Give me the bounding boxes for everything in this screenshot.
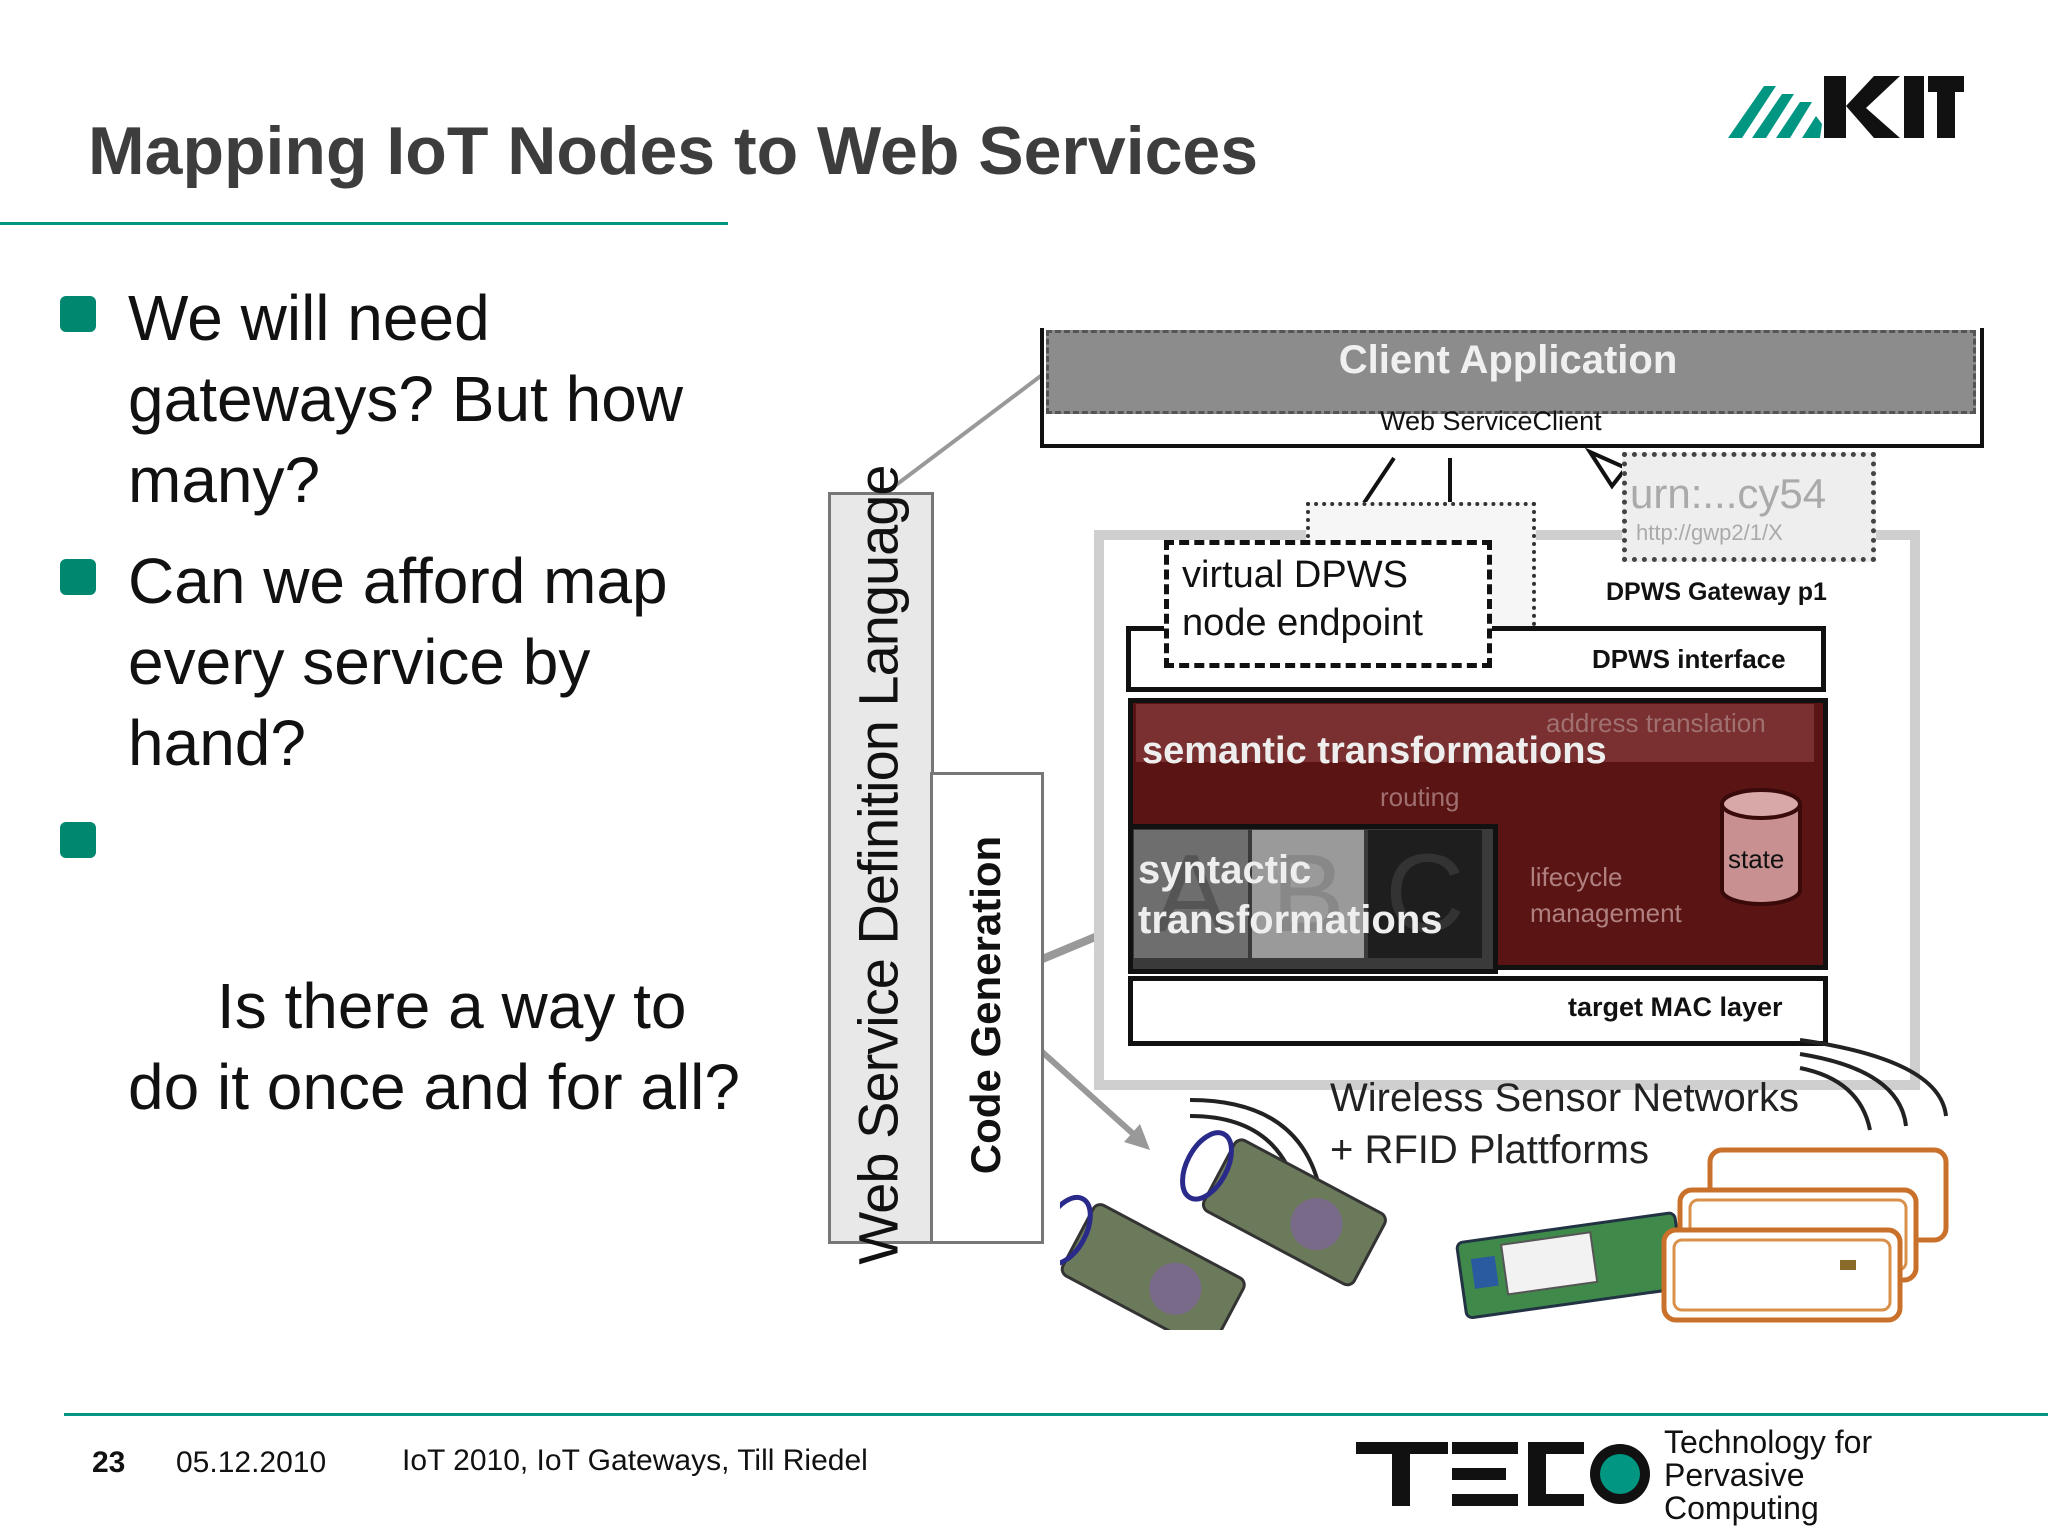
web-service-client-label: Web ServiceClient xyxy=(1380,406,1602,436)
title-divider xyxy=(0,222,728,225)
syntactic-label: syntactic xyxy=(1138,848,1312,892)
teco-logo xyxy=(1356,1442,1650,1506)
urn-box xyxy=(1622,452,1876,562)
rfid-platforms-label: + RFID Plattforms xyxy=(1330,1128,1649,1172)
bullet-item: Can we afford map every service by hand? xyxy=(56,541,756,784)
sensor-hardware-illustration xyxy=(1060,1038,1949,1330)
state-label: state xyxy=(1728,844,1785,874)
footer-event: IoT 2010, IoT Gateways, Till Riedel xyxy=(402,1444,868,1477)
target-mac-layer-box xyxy=(1128,976,1828,1046)
bullet-list: We will need gateways? But how many? Can… xyxy=(56,278,756,1229)
virtual-dpws-endpoint-box xyxy=(1164,540,1492,668)
abc-letter-b: B xyxy=(1252,830,1364,958)
abc-letter-a: A xyxy=(1134,830,1248,958)
wsdl-label: Web Service Definition Language xyxy=(846,465,910,1265)
bullet-icon xyxy=(60,822,96,858)
teco-tagline-line: Pervasive xyxy=(1664,1457,1805,1493)
bullet-icon xyxy=(60,559,96,595)
kit-logo xyxy=(1728,76,1964,138)
abc-letter-c: C xyxy=(1368,830,1482,958)
urn-url-label: http://gwp2/1/X xyxy=(1636,520,1783,545)
address-translation-band xyxy=(1136,704,1814,762)
gateway-label: DPWS Gateway p1 xyxy=(1606,578,1827,606)
routing-label: routing xyxy=(1380,782,1460,812)
teco-tagline: Technology for Pervasive Computing xyxy=(1664,1426,1872,1525)
footer-date: 05.12.2010 xyxy=(176,1446,327,1479)
wireless-sensor-networks-label: Wireless Sensor Networks xyxy=(1330,1076,1800,1120)
code-generation-label: Code Generation xyxy=(962,835,1009,1175)
teco-tagline-line: Technology for xyxy=(1664,1424,1873,1460)
state-database-icon xyxy=(1720,788,1802,906)
lifecycle-label: lifecycle xyxy=(1530,862,1623,892)
bullet-item: Is there a way to do it once and for all… xyxy=(56,804,756,1209)
semantic-transformations-label: semantic transformations xyxy=(1142,730,1607,772)
urn-label: urn:...cy54 xyxy=(1630,470,1827,517)
teco-tagline-line: Computing xyxy=(1664,1490,1819,1526)
address-translation-label: address translation xyxy=(1546,708,1766,738)
wsdl-box xyxy=(828,492,934,1244)
transformations-label: transformations xyxy=(1138,898,1443,942)
slide-title: Mapping IoT Nodes to Web Services xyxy=(88,113,1259,189)
footer-divider xyxy=(64,1413,2048,1416)
client-application-label: Client Application xyxy=(1338,338,1678,382)
management-label: management xyxy=(1530,898,1682,928)
page-number: 23 xyxy=(92,1446,126,1479)
code-generation-box xyxy=(930,772,1044,1244)
bullet-item: We will need gateways? But how many? xyxy=(56,278,756,521)
dpws-interface-label: DPWS interface xyxy=(1592,644,1786,674)
node-endpoint-label: node endpoint xyxy=(1182,602,1423,644)
target-mac-layer-label: target MAC layer xyxy=(1568,992,1783,1022)
virtual-dpws-label: virtual DPWS xyxy=(1182,554,1408,596)
bullet-icon xyxy=(60,296,96,332)
client-application-bar xyxy=(1046,330,1976,414)
